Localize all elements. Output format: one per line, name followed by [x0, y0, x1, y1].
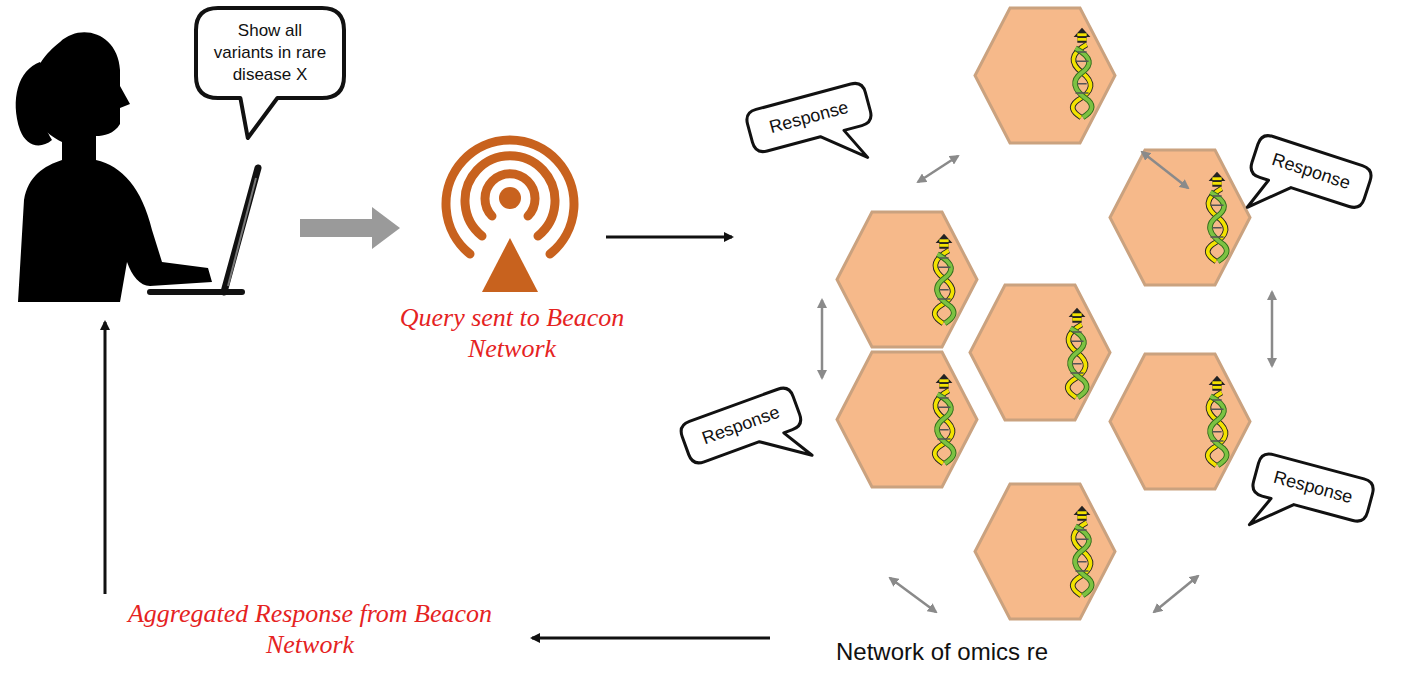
dna-icons	[935, 28, 1227, 596]
aggregated-label: Aggregated Response from Beacon Network	[100, 598, 520, 660]
speech-bubble: Show all variants in rare disease X	[196, 8, 344, 98]
network-label: Network of omics re	[836, 638, 1048, 666]
speech-bubble: Response	[1248, 133, 1374, 211]
query-arrow	[300, 207, 400, 249]
hexagon-network	[837, 8, 1250, 619]
speech-bubble: Response	[744, 81, 873, 154]
speech-bubble: Response	[678, 385, 804, 466]
arrow	[532, 637, 770, 640]
arrow	[606, 236, 732, 239]
beacon-icon	[446, 140, 574, 292]
query-label: Query sent to Beacon Network	[392, 302, 632, 364]
bubble-text: Show all variants in rare disease X	[208, 20, 332, 86]
arrow	[104, 322, 107, 594]
double-arrows	[822, 152, 1272, 612]
speech-bubble: Response	[1250, 451, 1375, 523]
